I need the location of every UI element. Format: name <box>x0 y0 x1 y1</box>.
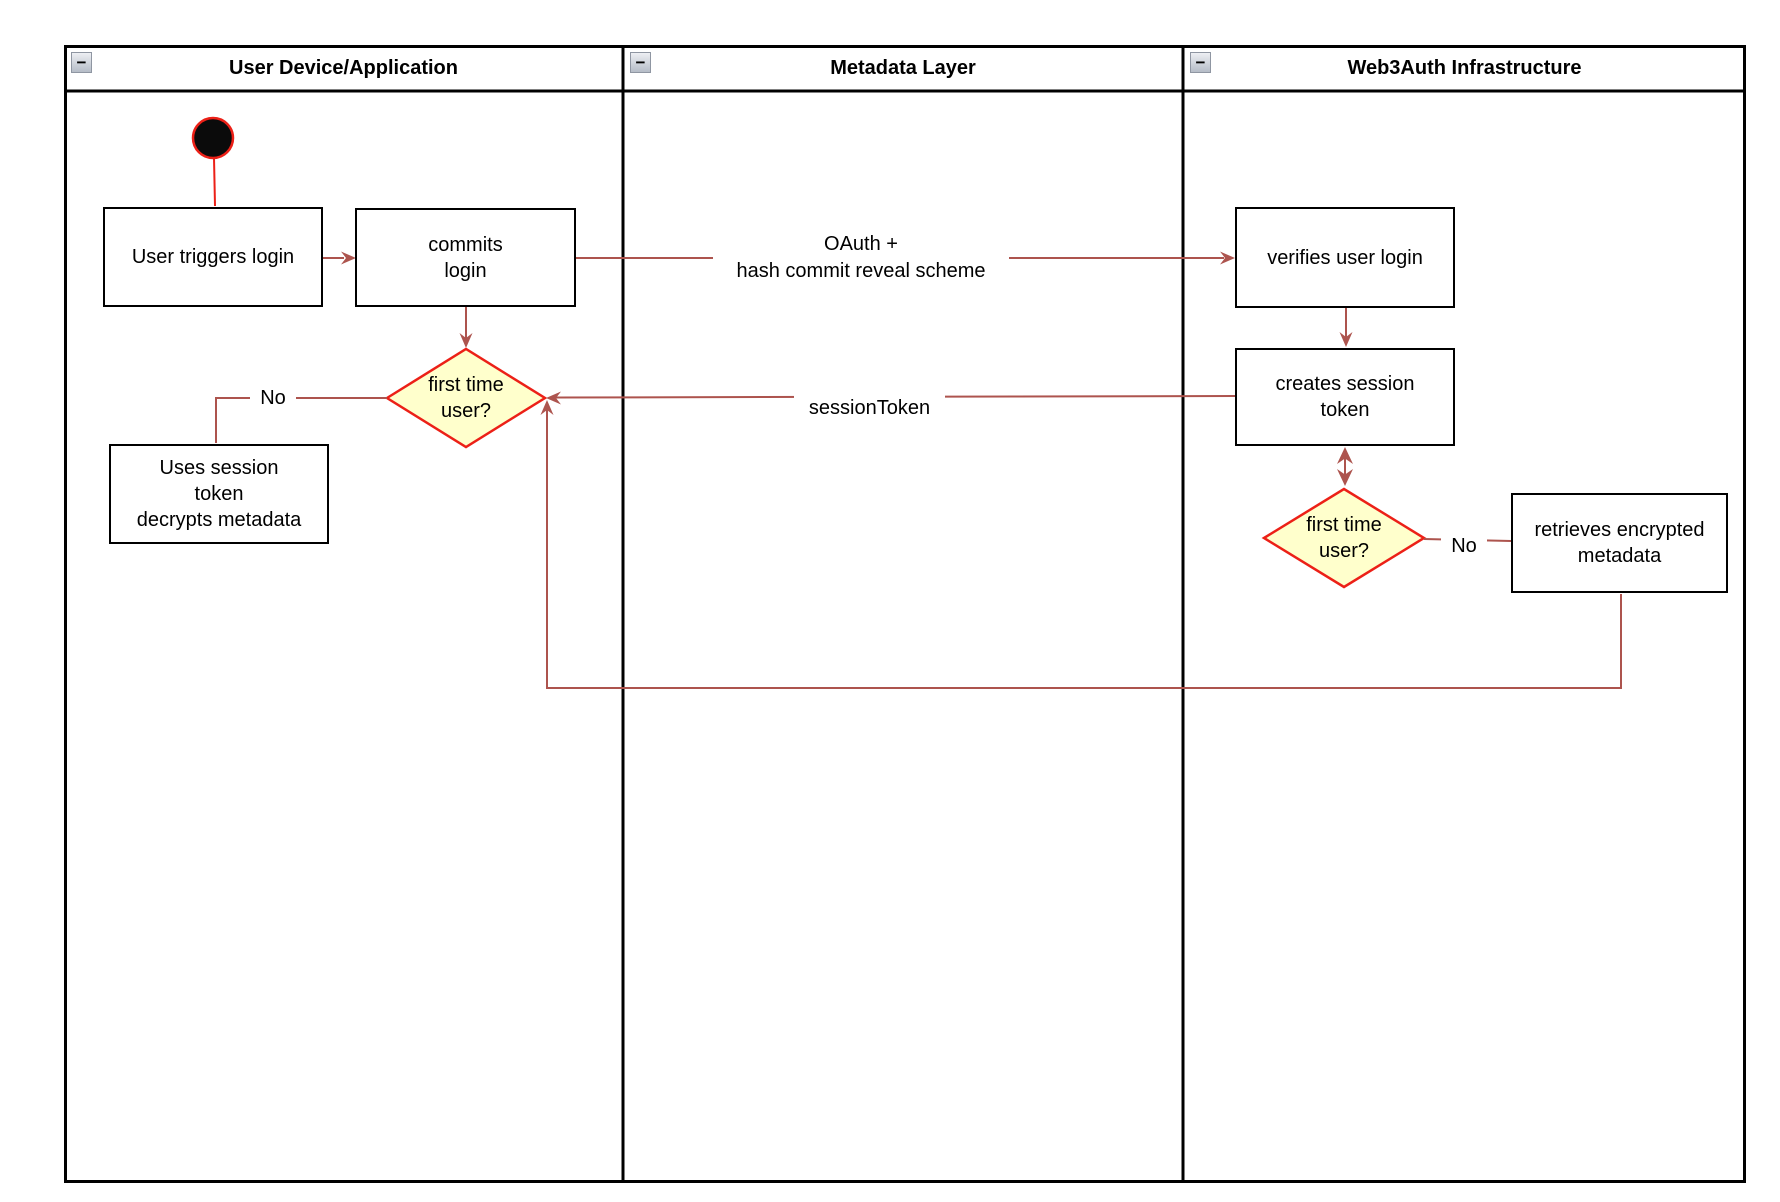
node-verifies-user-login[interactable]: verifies user login <box>1235 207 1455 308</box>
arrowhead <box>1220 251 1235 265</box>
edge-label-no-left: No <box>250 385 296 412</box>
edge-line <box>213 157 216 207</box>
edge-loop-retrieves-to-decision[interactable] <box>540 400 1622 689</box>
arrowhead <box>341 251 356 265</box>
edge-creates-to-decision[interactable] <box>1337 447 1353 486</box>
edge-label-session-token: sessionToken <box>794 395 945 422</box>
node-creates-session-token[interactable]: creates session token <box>1235 348 1455 446</box>
edge-decision-no-left[interactable] <box>215 397 387 443</box>
collapse-lane-icon[interactable]: − <box>630 52 651 73</box>
arrowhead <box>459 333 473 348</box>
edge-trigger-to-commits[interactable] <box>323 251 356 265</box>
edge-label-oauth: OAuth + hash commit reveal scheme <box>713 231 1009 285</box>
arrowhead <box>1337 469 1353 486</box>
edge-start-to-trigger[interactable] <box>213 157 216 207</box>
edge-line <box>546 409 1622 689</box>
lane-title-web3auth-infrastructure: Web3Auth Infrastructure <box>1347 56 1582 79</box>
minus-icon: − <box>635 53 646 72</box>
decision-label: first time user? <box>1306 514 1382 562</box>
edge-commits-to-decision[interactable] <box>459 307 473 348</box>
arrowhead <box>540 400 554 415</box>
node-retrieves-encrypted-metadata[interactable]: retrieves encrypted metadata <box>1511 493 1728 593</box>
collapse-lane-icon[interactable]: − <box>71 52 92 73</box>
edge-label-no-right: No <box>1441 533 1487 560</box>
collapse-lane-icon[interactable]: − <box>1190 52 1211 73</box>
minus-icon: − <box>1195 53 1206 72</box>
node-uses-session-token[interactable]: Uses session token decrypts metadata <box>109 444 329 544</box>
decision-first-time-user-right[interactable] <box>1261 487 1427 589</box>
pool-frame <box>64 45 1746 1183</box>
start-node[interactable] <box>191 116 235 160</box>
lane-title-metadata-layer: Metadata Layer <box>830 56 976 79</box>
lane-title-user-device: User Device/Application <box>229 56 458 79</box>
node-commits-login[interactable]: commits login <box>355 208 576 307</box>
minus-icon: − <box>76 53 87 72</box>
node-user-triggers-login[interactable]: User triggers login <box>103 207 323 307</box>
edge-verifies-to-creates[interactable] <box>1339 308 1353 347</box>
edge-line <box>215 397 387 443</box>
decision-first-time-user-left[interactable] <box>384 347 548 449</box>
decision-label: first time user? <box>428 374 504 422</box>
arrowhead <box>1337 447 1353 464</box>
arrowhead <box>546 391 561 405</box>
arrowhead <box>1339 332 1353 347</box>
